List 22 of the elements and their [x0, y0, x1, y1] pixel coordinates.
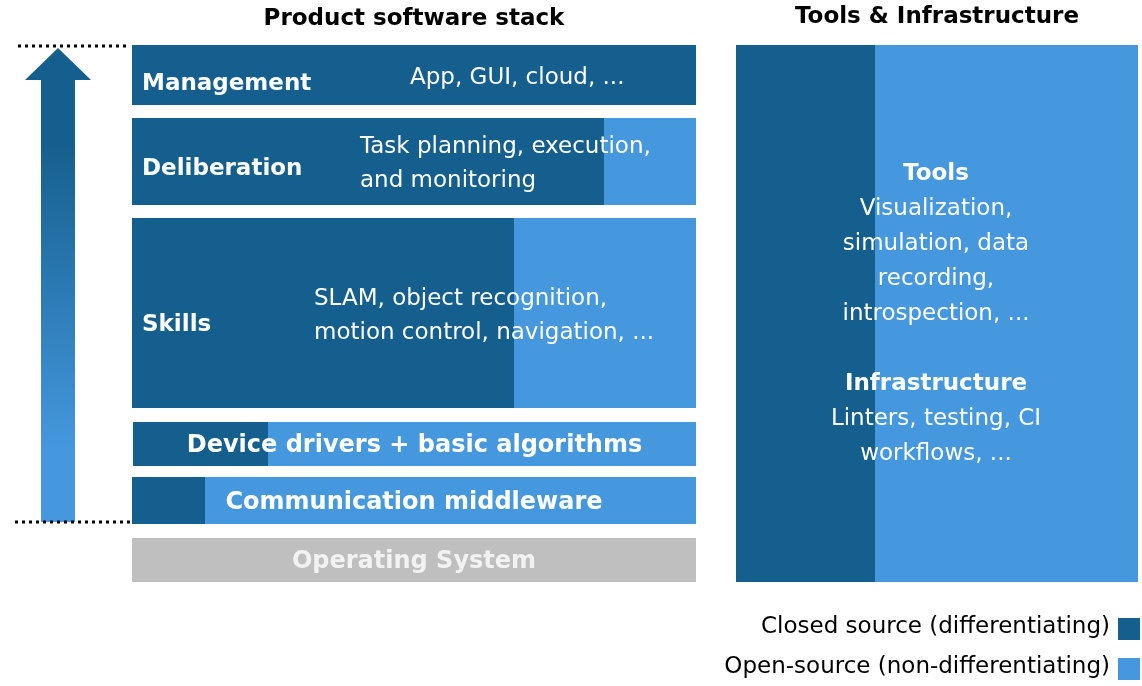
- section-heading: Infrastructure: [843, 368, 1029, 397]
- section-description: Linters, testing, CI workflows, ...: [829, 403, 1043, 467]
- legend-label: Open-source (non-differentiating): [724, 652, 1110, 678]
- stack-layer: [132, 45, 696, 105]
- section-description: Visualization, simulation, data recording, introspection, ...: [841, 193, 1031, 327]
- stack-layer: [132, 218, 696, 408]
- layer-name: Device drivers + basic algorithms: [186, 430, 643, 458]
- layer-name: Skills: [142, 309, 212, 338]
- layer-name: Communication middleware: [225, 486, 603, 515]
- title: Product software stack: [262, 4, 566, 30]
- layer-description: Task planning, execution, and monitoring: [360, 131, 652, 194]
- legend-label: Closed source (differentiating): [761, 612, 1110, 638]
- layer-description: SLAM, object recognition, motion control, navigation, ...: [314, 283, 656, 346]
- layer-description: App, GUI, cloud, ...: [410, 62, 626, 91]
- stack-layer: [132, 538, 696, 582]
- section-heading: Tools: [902, 158, 970, 187]
- stack-layer: [132, 477, 696, 524]
- column-heading: Tools & Infrastructure: [794, 2, 1080, 28]
- layer-name: Deliberation: [142, 153, 303, 182]
- layer-name: Management: [142, 68, 312, 97]
- stack-layer: [132, 118, 696, 205]
- stack-layer: [133, 422, 696, 466]
